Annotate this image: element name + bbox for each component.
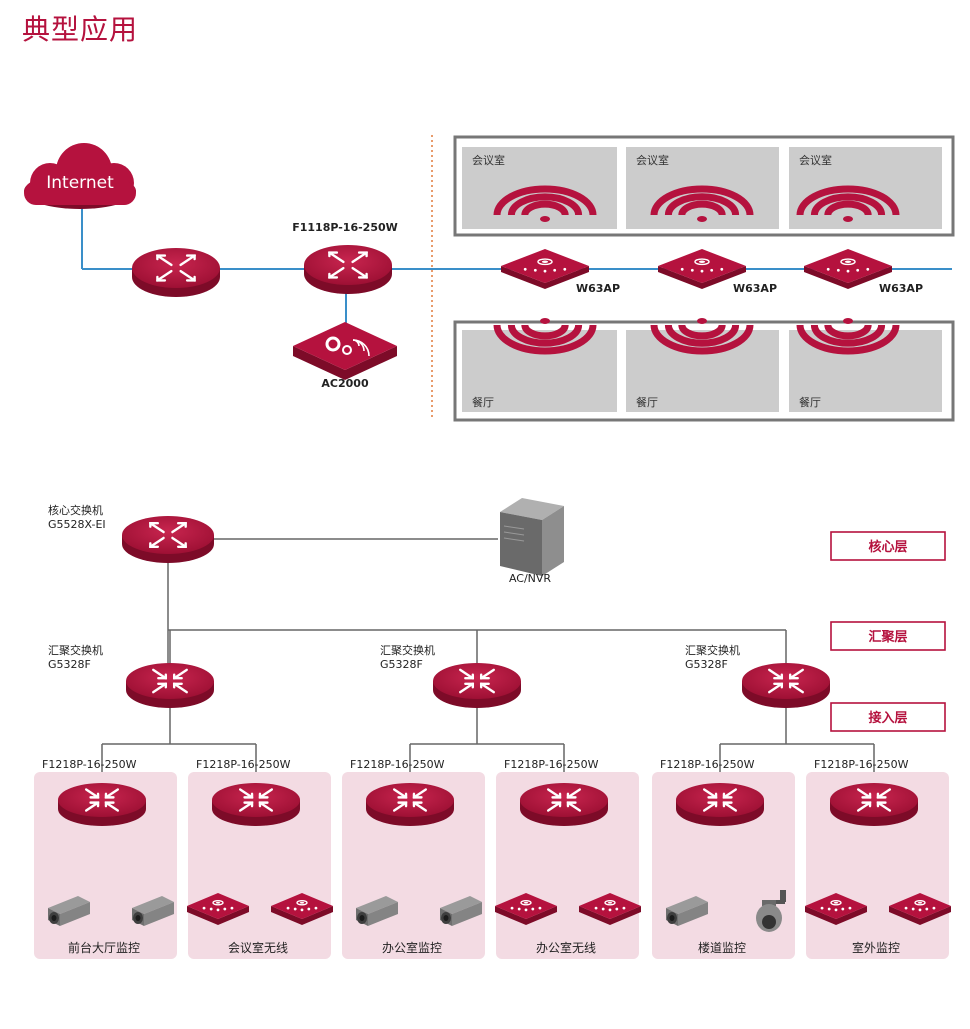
- core-switch: [122, 516, 214, 563]
- access-switch-model: F1218P-16-250W: [504, 758, 599, 771]
- internet-cloud-icon: [24, 143, 136, 209]
- access-switch-model: F1218P-16-250W: [814, 758, 909, 771]
- dining-room-label: 餐厅: [799, 395, 821, 409]
- access-point-icon: [495, 893, 557, 925]
- camera-icon: [48, 896, 90, 926]
- access-zone-label: 前台大厅监控: [68, 940, 140, 955]
- ceiling-ap-icon: [658, 249, 746, 289]
- aggregation-switch-model: G5328F: [685, 658, 728, 671]
- router-arrows-icon: [156, 254, 196, 282]
- switch-arrows-icon: [459, 668, 495, 694]
- meeting-room-label: 会议室: [636, 153, 669, 167]
- layer-badge: [830, 531, 946, 561]
- aggregation-switch: [433, 663, 521, 708]
- access-switch-model: F1218P-16-250W: [42, 758, 137, 771]
- access-zone-label: 办公室无线: [536, 940, 596, 955]
- access-point-icon: [805, 893, 867, 925]
- layer-label: 接入层: [868, 710, 907, 726]
- access-zone-label: 会议室无线: [228, 940, 288, 955]
- wifi-down-signal-icon: [650, 318, 754, 355]
- switch-arrows-icon: [702, 788, 738, 812]
- access-point-icon: [187, 893, 249, 925]
- gear-icon: [325, 336, 341, 352]
- access-point-icon: [271, 893, 333, 925]
- switch-arrows-icon: [238, 788, 274, 812]
- access-zone-label: 室外监控: [852, 940, 900, 955]
- switch-arrows-icon: [768, 668, 804, 694]
- access-switch: [830, 783, 918, 826]
- dining-room-label: 餐厅: [636, 395, 658, 409]
- core-switch-model: G5528X-EI: [48, 518, 106, 531]
- ac-controller: [293, 322, 397, 380]
- ceiling-ap-icon: [804, 249, 892, 289]
- ceiling-ap-icon: [501, 249, 589, 289]
- access-switch-model: F1218P-16-250W: [196, 758, 291, 771]
- switch-arrows-icon: [84, 788, 120, 812]
- dome-camera-icon: [756, 890, 786, 932]
- meeting-room-label: 会议室: [799, 153, 832, 167]
- aggregation-switch-model: G5328F: [380, 658, 423, 671]
- access-switch: [676, 783, 764, 826]
- router-arrows-icon: [149, 522, 187, 548]
- access-point-icon: [889, 893, 951, 925]
- aggregation-switch-title: 汇聚交换机: [685, 643, 740, 657]
- access-switch: [520, 783, 608, 826]
- core-switch-title: 核心交换机: [48, 503, 103, 517]
- switch-arrows-icon: [546, 788, 582, 812]
- dining-room-label: 餐厅: [472, 395, 494, 409]
- switch-arrows-icon: [856, 788, 892, 812]
- page-title: 典型应用: [22, 13, 139, 46]
- access-switch-model: F1218P-16-250W: [660, 758, 755, 771]
- meeting-room-label: 会议室: [472, 153, 505, 167]
- aggregation-switch: [126, 663, 214, 708]
- internet-label: Internet: [46, 173, 114, 193]
- camera-icon: [440, 896, 482, 926]
- aggregation-switch-title: 汇聚交换机: [380, 643, 435, 657]
- camera-icon: [356, 896, 398, 926]
- camera-icon: [666, 896, 708, 926]
- ap-label: W63AP: [879, 282, 923, 295]
- layer-label: 汇聚层: [868, 630, 907, 645]
- wifi-up-signal-icon: [796, 185, 900, 222]
- aggregation-switch-title: 汇聚交换机: [48, 643, 103, 657]
- access-switch: [58, 783, 146, 826]
- layer-badge: [830, 702, 946, 732]
- ap-label: W63AP: [733, 282, 777, 295]
- access-zone-label: 楼道监控: [698, 940, 746, 955]
- server-tower-icon: [500, 498, 564, 576]
- access-switch: [366, 783, 454, 826]
- access-switch-model: F1218P-16-250W: [350, 758, 445, 771]
- layer-label: 核心层: [868, 539, 907, 555]
- camera-icon: [132, 896, 174, 926]
- aggregation-switch: [742, 663, 830, 708]
- router-arrows-icon: [328, 251, 368, 279]
- switch-arrows-icon: [152, 668, 188, 694]
- controller-label: AC2000: [321, 377, 369, 390]
- wifi-up-signal-icon: [493, 185, 597, 222]
- layer-badge: [830, 621, 946, 651]
- ap-label: W63AP: [576, 282, 620, 295]
- wifi-down-signal-icon: [796, 318, 900, 355]
- poe-router: [304, 245, 392, 294]
- access-switch: [212, 783, 300, 826]
- poe-router-label: F1118P-16-250W: [292, 221, 398, 234]
- access-point-icon: [579, 893, 641, 925]
- gateway-router: [132, 248, 220, 297]
- aggregation-switch-model: G5328F: [48, 658, 91, 671]
- wifi-down-signal-icon: [493, 318, 597, 355]
- wifi-up-signal-icon: [650, 185, 754, 222]
- server-label: AC/NVR: [509, 572, 551, 585]
- access-zone-label: 办公室监控: [382, 940, 442, 955]
- meeting-room-frame: [453, 135, 955, 237]
- switch-arrows-icon: [392, 788, 428, 812]
